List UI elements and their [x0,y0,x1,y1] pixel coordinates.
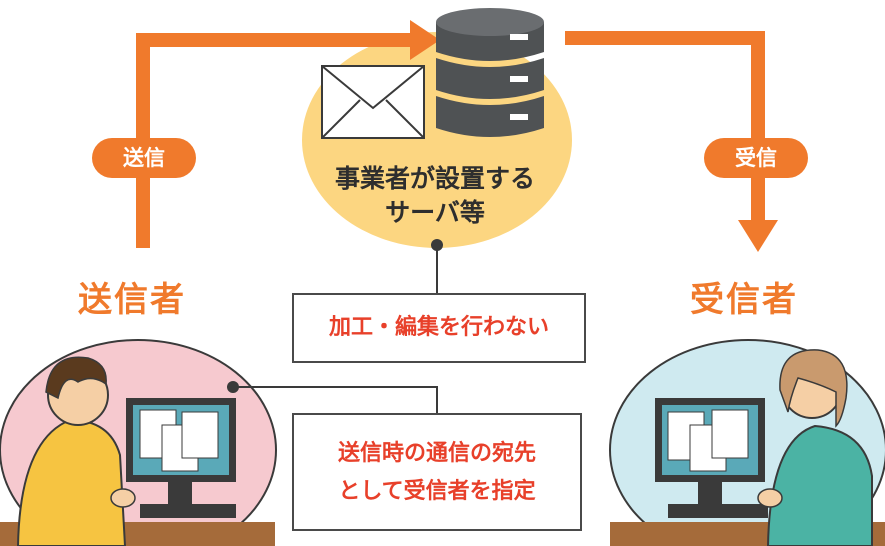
envelope-icon [321,65,425,139]
sender-computer-icon [0,398,275,546]
server-label: 事業者が設置する サーバ等 [300,162,570,230]
no-edit-note-text: 加工・編集を行わない [328,315,549,340]
server-label-line1: 事業者が設置する [334,164,535,193]
addressing-note: 送信時の通信の宛先 として受信者を指定 [292,413,582,531]
sender-title: 送信者 [78,280,186,320]
addressing-note-line2: として受信者を指定 [338,479,536,504]
receive-pill: 受信 [704,138,808,178]
send-arrow [136,20,440,248]
server-stack-icon [436,8,544,137]
sender-note-connector [233,386,438,413]
server-connector-dot [431,239,443,251]
sender-person-icon [16,356,136,546]
server-label-line2: サーバ等 [385,198,485,227]
receiver-title: 受信者 [690,280,798,320]
sender-connector-dot [227,381,239,393]
addressing-note-line1: 送信時の通信の宛先 [337,441,536,466]
no-edit-note: 加工・編集を行わない [292,293,586,363]
receiver-person-icon [757,349,873,546]
send-pill: 送信 [92,138,196,178]
